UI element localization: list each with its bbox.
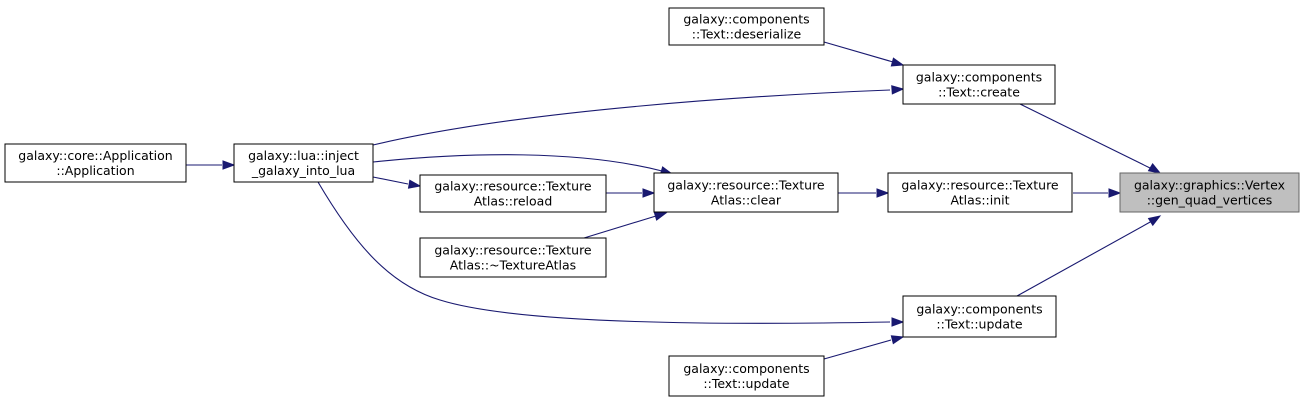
node-box[interactable] xyxy=(4,143,187,183)
node-label-line1: galaxy::core::Application xyxy=(18,148,172,163)
edge-arrowhead xyxy=(1108,188,1122,198)
edge-atlas_init-to-gen_quad_vertices xyxy=(1073,188,1122,198)
node-box[interactable] xyxy=(233,143,374,183)
edge-arrowhead xyxy=(1147,215,1162,227)
node-box[interactable] xyxy=(668,7,825,46)
edge-inject_lua-to-text_create xyxy=(372,85,905,146)
node-label-line2: ::Application xyxy=(56,163,134,178)
node-box[interactable] xyxy=(902,64,1056,105)
edge-line xyxy=(823,339,892,360)
node-label-line2: Atlas::reload xyxy=(474,194,553,209)
edge-arrowhead xyxy=(891,85,905,95)
edge-text_create-to-gen_quad_vertices xyxy=(1019,103,1162,174)
node-label-line1: galaxy::components xyxy=(916,302,1042,317)
node-box[interactable] xyxy=(653,172,839,213)
edge-app_ctor-to-inject_lua xyxy=(186,160,236,170)
edge-line xyxy=(372,176,409,185)
edge-line xyxy=(317,181,891,324)
edge-line xyxy=(1019,103,1151,169)
node-label-line2: ::Text::update xyxy=(703,376,789,391)
node-box[interactable] xyxy=(887,172,1073,213)
node-label-line2: ::Text::deserialize xyxy=(692,27,802,42)
edge-arrowhead xyxy=(407,179,422,189)
edge-line xyxy=(372,89,891,146)
node-atlas-init[interactable]: galaxy::resource::TextureAtlas::init xyxy=(887,172,1073,213)
node-label-line2: ::Text::update xyxy=(936,317,1022,332)
edge-inject_lua-to-atlas_clear xyxy=(372,154,674,176)
edge-line xyxy=(583,215,657,239)
node-label-line2: Atlas::clear xyxy=(711,193,782,208)
node-text-update-caller[interactable]: galaxy::components::Text::update xyxy=(668,355,825,397)
edge-atlas_clear-to-atlas_init xyxy=(838,188,890,198)
node-box[interactable] xyxy=(1119,172,1300,213)
node-label-line1: galaxy::lua::inject xyxy=(248,148,359,163)
node-box[interactable] xyxy=(419,237,607,278)
node-atlas-clear[interactable]: galaxy::resource::TextureAtlas::clear xyxy=(653,172,839,213)
node-label-line1: galaxy::graphics::Vertex xyxy=(1134,178,1285,193)
edge-inject_lua-to-text_update xyxy=(317,181,905,327)
edge-arrowhead xyxy=(642,188,656,198)
node-gen-quad-vertices[interactable]: galaxy::graphics::Vertex::gen_quad_verti… xyxy=(1119,172,1300,213)
node-label-line2: _galaxy_into_lua xyxy=(251,163,355,178)
node-inject-lua[interactable]: galaxy::lua::inject_galaxy_into_lua xyxy=(233,143,374,183)
node-text-deserialize[interactable]: galaxy::components::Text::deserialize xyxy=(668,7,825,46)
edge-arrowhead xyxy=(890,335,905,345)
node-label-line1: galaxy::components xyxy=(916,70,1042,85)
edge-atlas_dtor-to-atlas_clear xyxy=(583,211,668,239)
node-atlas-reload[interactable]: galaxy::resource::TextureAtlas::reload xyxy=(419,174,607,213)
edge-line xyxy=(1016,220,1153,297)
edge-inject_lua-to-atlas_reload xyxy=(372,176,422,189)
edge-text_update-to-gen_quad_vertices xyxy=(1016,215,1162,297)
edge-line xyxy=(372,154,663,172)
edge-text_deserialize-to-text_create xyxy=(823,41,905,67)
edge-arrowhead xyxy=(890,57,905,67)
node-label-line1: galaxy::components xyxy=(683,361,809,376)
node-text-update[interactable]: galaxy::components::Text::update xyxy=(902,295,1057,338)
node-label-line1: galaxy::resource::Texture xyxy=(434,243,592,258)
node-label-line1: galaxy::resource::Texture xyxy=(901,178,1059,193)
node-label-line1: galaxy::resource::Texture xyxy=(434,179,592,194)
node-box[interactable] xyxy=(668,355,825,397)
edge-arrowhead xyxy=(876,188,890,198)
node-label-line2: ::gen_quad_vertices xyxy=(1147,193,1273,208)
edges-layer xyxy=(186,41,1162,360)
node-label-line1: galaxy::resource::Texture xyxy=(667,178,825,193)
nodes-layer: galaxy::graphics::Vertex::gen_quad_verti… xyxy=(4,7,1300,397)
node-label-line2: Atlas::init xyxy=(950,193,1009,208)
node-text-create[interactable]: galaxy::components::Text::create xyxy=(902,64,1056,105)
edge-arrowhead xyxy=(222,160,236,170)
node-box[interactable] xyxy=(902,295,1057,338)
node-label-line2: Atlas::~TextureAtlas xyxy=(450,258,576,273)
edge-arrowhead xyxy=(653,211,668,221)
node-box[interactable] xyxy=(419,174,607,213)
edge-arrowhead xyxy=(1147,163,1162,174)
edge-line xyxy=(823,41,894,63)
node-atlas-dtor[interactable]: galaxy::resource::TextureAtlas::~Texture… xyxy=(419,237,607,278)
node-label-line1: galaxy::components xyxy=(683,12,809,27)
edge-atlas_reload-to-atlas_clear xyxy=(606,188,656,198)
edge-text_update_caller-to-text_update xyxy=(823,335,905,360)
edge-arrowhead xyxy=(891,317,905,327)
node-label-line2: ::Text::create xyxy=(938,85,1020,100)
node-app-ctor[interactable]: galaxy::core::Application::Application xyxy=(4,143,187,183)
